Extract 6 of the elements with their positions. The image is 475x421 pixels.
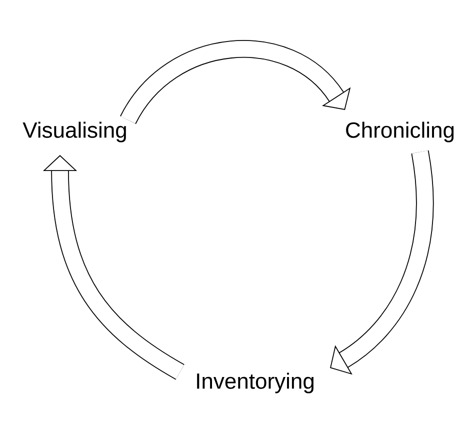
stage-label: Visualising [22,122,126,142]
block-arrow [330,150,434,375]
block-arrow [120,40,351,125]
stage-label: Inventorying [197,372,314,394]
block-arrow [42,155,185,380]
stage-label: Chronicling [346,122,454,142]
